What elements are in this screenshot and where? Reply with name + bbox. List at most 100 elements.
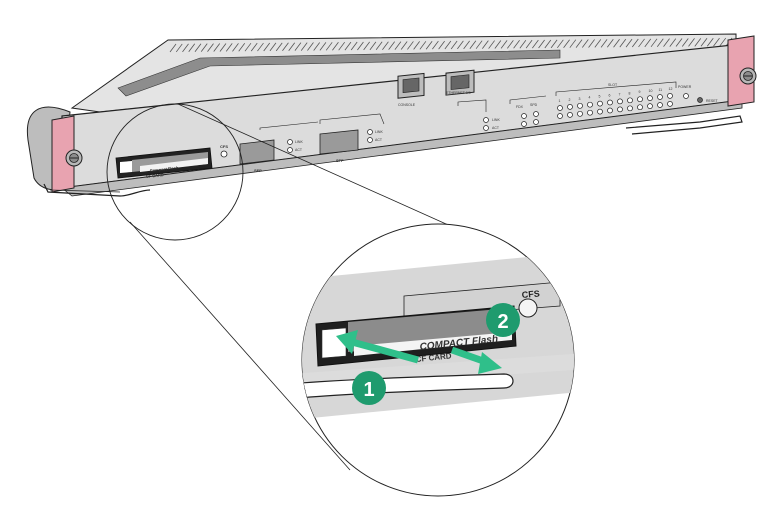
slot-led	[637, 104, 643, 111]
top-ridge	[263, 42, 271, 52]
slot-label: SLOT	[608, 83, 618, 87]
slot-led	[607, 107, 613, 114]
top-ridge	[282, 42, 289, 52]
top-ridge	[219, 43, 227, 52]
ethernet-label: ETHERNET 0/0	[446, 91, 471, 95]
sfp1-bracket	[259, 121, 319, 130]
slot-led	[607, 99, 613, 106]
top-ridges	[169, 37, 733, 53]
top-ridge	[269, 42, 277, 52]
slot-led	[667, 101, 673, 107]
top-ridge	[625, 38, 633, 48]
left-lever[interactable]	[43, 183, 151, 197]
top-ridge	[594, 39, 602, 48]
console-port[interactable]	[397, 72, 425, 99]
callout-1: 1	[352, 371, 386, 405]
top-ridge	[663, 38, 670, 47]
left-ejector-handle[interactable]	[51, 115, 75, 193]
slot-led	[647, 103, 653, 109]
top-ridge	[169, 43, 177, 53]
top-ridge	[482, 40, 489, 49]
top-ridge	[575, 39, 583, 48]
cf-slot-small[interactable]	[115, 147, 213, 179]
left-captive-screw[interactable]	[65, 149, 83, 167]
top-ridge	[544, 39, 552, 49]
top-ridge	[581, 39, 589, 48]
top-ridge	[513, 40, 520, 49]
top-ridge	[294, 42, 302, 51]
top-ridge	[700, 38, 708, 47]
reset-button[interactable]	[697, 97, 703, 103]
magnifier-source-circle	[106, 103, 244, 241]
top-ridge	[194, 43, 202, 52]
top-ridge	[182, 43, 189, 53]
slot-led	[657, 102, 663, 108]
sfp-port-2[interactable]	[319, 129, 359, 155]
mode-label-fdx: FDX	[516, 105, 524, 109]
top-ridge	[300, 42, 308, 51]
top-ridge	[394, 41, 402, 50]
top-ridge	[207, 43, 214, 52]
slot-led	[647, 95, 653, 101]
top-ridge	[563, 39, 570, 48]
top-ridge	[681, 38, 689, 47]
cf-card-sub-small: CF CARD	[146, 172, 165, 179]
sfp2-bracket	[319, 113, 385, 125]
slot-number: 5	[599, 95, 601, 99]
right-ejector-handle[interactable]	[727, 35, 755, 107]
ethernet-bracket	[457, 99, 487, 112]
top-ridge	[244, 42, 252, 52]
top-ridge	[525, 39, 533, 49]
top-ridge	[250, 42, 258, 52]
power-label: POWER	[678, 85, 692, 89]
slot-led	[667, 93, 673, 99]
top-ridge	[213, 43, 221, 52]
top-ridge	[350, 41, 358, 51]
slot-led	[657, 94, 663, 100]
top-ridge	[488, 40, 495, 49]
slot-number: 2	[569, 98, 571, 102]
ethernet-port[interactable]	[445, 69, 475, 96]
sfp1-link-label: LINK	[295, 140, 303, 144]
slot-led	[637, 96, 643, 103]
slot-number: 11	[659, 88, 663, 92]
top-ridge	[438, 40, 445, 50]
cf-card-text-small: Compact Flash	[150, 165, 180, 173]
top-ridge	[638, 38, 645, 48]
right-captive-screw[interactable]	[739, 67, 757, 85]
top-ridge	[450, 40, 458, 50]
right-lever[interactable]	[625, 115, 743, 135]
top-ridge	[275, 42, 283, 52]
eth-link-label: LINK	[492, 118, 500, 122]
push-eject-arrow	[336, 330, 419, 364]
sfp1-link-led	[287, 139, 293, 145]
top-ridge	[332, 42, 339, 51]
top-ridge	[631, 38, 639, 48]
top-ridge	[469, 40, 477, 50]
pull-card-arrow	[450, 346, 502, 374]
sfp2-link-label: LINK	[375, 130, 383, 134]
top-ridge	[719, 37, 727, 47]
slot-led	[617, 106, 623, 113]
slot-number: 9	[639, 90, 641, 94]
interface-module: Compact Flash CF CARD CFS SFP LINK ACT S…	[26, 33, 757, 197]
mode-led-3	[533, 111, 539, 117]
top-ridge	[432, 40, 439, 50]
top-ridge	[538, 39, 545, 49]
slot-led	[627, 105, 633, 112]
slot-led	[567, 104, 573, 110]
top-ridge	[319, 42, 327, 51]
slot-number: 1	[559, 99, 561, 103]
top-ridge	[713, 37, 720, 47]
sfp-port-1[interactable]	[239, 139, 275, 165]
slot-number: 7	[619, 92, 621, 96]
sfp2-act-label: ACT	[375, 138, 383, 142]
slot-led	[567, 112, 573, 118]
top-ridge	[463, 40, 470, 50]
left-lever-inner	[49, 189, 121, 193]
zoom-card-sub: CF CARD	[415, 351, 452, 364]
sfp2-act-led	[367, 137, 373, 143]
slot-number: 4	[589, 96, 591, 100]
eth-act-label: ACT	[492, 126, 500, 130]
top-ridge	[550, 39, 558, 49]
